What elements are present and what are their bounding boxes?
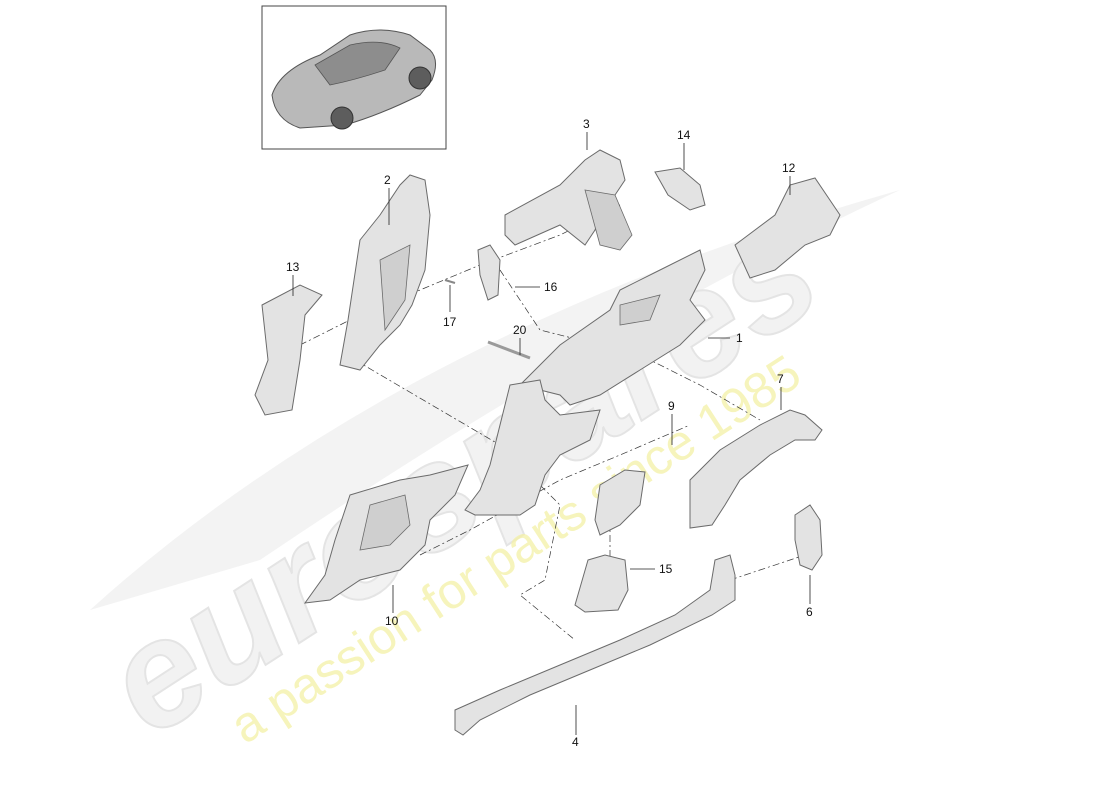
callout-12: 12 xyxy=(782,161,796,175)
leader-lines xyxy=(292,132,811,735)
part-20-rod xyxy=(487,340,531,360)
part-1-a-pillar-lower xyxy=(464,379,601,516)
part-15-bracket xyxy=(574,554,629,613)
part-3-bracket-lower xyxy=(584,189,633,251)
watermark-swoosh xyxy=(90,190,900,610)
callout-4: 4 xyxy=(572,735,579,749)
part-14-bracket xyxy=(654,167,706,211)
part-13-pillar-trim xyxy=(254,284,323,416)
part-6-plate xyxy=(794,504,823,571)
part-16-bracket xyxy=(477,244,501,301)
part-7-wheel-arch xyxy=(689,409,823,529)
callout-7: 7 xyxy=(777,372,784,386)
part-12-reinforcement xyxy=(734,177,841,279)
car-thumbnail xyxy=(261,5,447,150)
part-4-sill xyxy=(454,554,736,736)
callout-16: 16 xyxy=(544,280,558,294)
part-2-inner xyxy=(379,244,411,332)
car-windshield xyxy=(314,41,401,86)
callout-9: 9 xyxy=(668,399,675,413)
part-1-side-panel xyxy=(519,249,706,406)
assembly-line-5 xyxy=(729,554,806,581)
callout-20: 20 xyxy=(513,323,527,337)
callout-15: 15 xyxy=(659,562,673,576)
part-17-pin xyxy=(444,279,456,284)
car-front-wheel xyxy=(330,106,354,130)
part-9-bracket xyxy=(594,469,646,536)
callout-6: 6 xyxy=(806,605,813,619)
callout-1: 1 xyxy=(736,331,743,345)
part-10-inner xyxy=(359,494,411,551)
assembly-line-2 xyxy=(354,359,576,641)
car-rear-wheel xyxy=(408,66,432,90)
callout-14: 14 xyxy=(677,128,691,142)
callout-2: 2 xyxy=(384,173,391,187)
callout-10: 10 xyxy=(385,614,399,628)
callout-3: 3 xyxy=(583,117,590,131)
assembly-line-1 xyxy=(299,204,621,346)
part-1-panel-opening xyxy=(619,294,661,326)
callout-13: 13 xyxy=(286,260,300,274)
callouts: 1 2 3 4 6 7 9 10 12 13 14 15 16 17 20 xyxy=(286,117,813,749)
callout-17: 17 xyxy=(443,315,457,329)
